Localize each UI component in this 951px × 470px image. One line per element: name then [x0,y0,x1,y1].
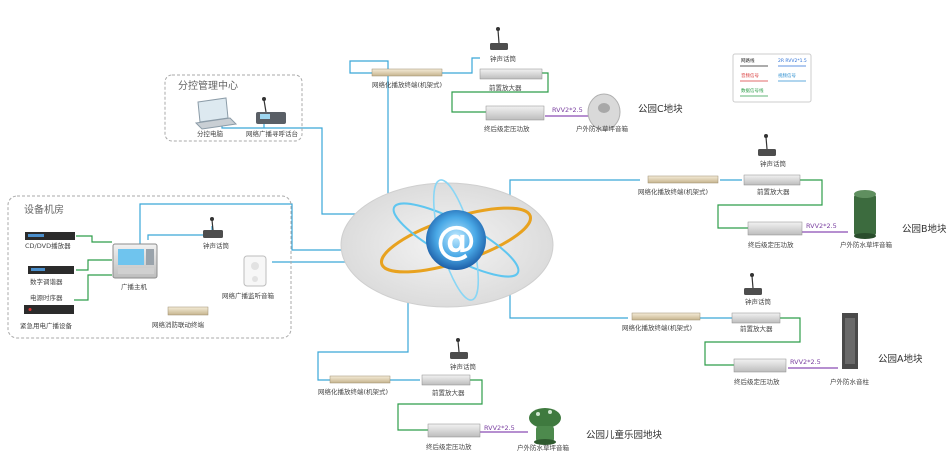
network-cloud: @ [340,179,554,308]
preamp-a-label: 前置放大器 [740,324,773,333]
amp-kids-icon [427,423,481,438]
equipment-room-group: 设备机房 CD/DVD播放器 数字调谐器 电源时序器 紧急用电广播设备 广播主机 [7,195,292,339]
legend-audio-label: 音频信号 [741,72,759,79]
speaker-cables [480,115,848,433]
broadcast-host-label: 广播主机 [121,282,148,291]
terminal-c-label: 网络化播放终端(机架式) [372,80,442,89]
cd-player-icon [25,232,75,240]
speaker-b-label: 户外防水草坪音箱 [840,240,893,249]
mic-b-label: 钟声话筒 [760,159,787,168]
amp-b-label: 终后级定压功放 [748,240,794,249]
preamp-b-icon [743,174,801,186]
speaker-c-label: 户外防水草坪音箱 [576,124,629,133]
power-sequencer-icon [24,305,74,314]
mic-c-label: 钟声话筒 [490,54,517,63]
cable-c-label: RVV2*2.5 [552,106,583,114]
amp-c-icon [485,105,545,121]
preamp-b-label: 前置放大器 [757,187,790,196]
legend-cable-label: 2R RVV2*1.5 [778,58,807,64]
preamp-kids-label: 前置放大器 [432,388,465,397]
terminal-kids-icon [329,375,391,384]
control-pc-label: 分控电脑 [197,129,224,138]
amp-a-label: 终后级定压功放 [734,377,780,386]
mic-kids-icon [450,338,468,359]
terminal-kids-label: 网络化播放终端(机架式) [318,387,388,396]
control-center-group: 分控管理中心 分控电脑 网络广播寻呼话台 [164,74,303,142]
amp-b-icon [747,221,803,236]
lawn-speaker-c-icon [587,93,621,131]
speaker-kids-label: 户外防水草坪音箱 [517,443,570,452]
amp-a-icon [733,358,787,373]
zone-b-label: 公园B地块 [902,223,947,235]
network-lines [139,57,742,381]
at-sign-icon: @ [436,218,476,264]
monitor-speaker-icon [243,255,267,287]
mic-c-icon [490,27,508,50]
broadcast-host-icon [112,243,158,279]
column-speaker-a-icon [842,313,858,369]
area-a: 网络化播放终端(机架式) 钟声话筒 前置放大器 终后级定压功放 RVV2*2.5… [622,273,923,386]
preamp-a-icon [731,312,781,324]
lawn-speaker-b-icon [854,190,876,239]
legend-data-label: 数据信号线 [741,87,764,94]
globe-icon [426,210,486,270]
call-station-icon [256,97,286,124]
mic-a-icon [744,273,762,295]
fire-terminal-icon [167,306,209,316]
area-kids: 网络化播放终端(机架式) 钟声话筒 前置放大器 终后级定压功放 RVV2*2.5… [318,338,663,452]
terminal-b-label: 网络化播放终端(机架式) [638,187,708,196]
mic-kids-label: 钟声话筒 [450,362,477,371]
preamp-c-label: 前置放大器 [489,83,522,92]
zone-kids-label: 公园儿童乐园地块 [586,429,663,441]
legend: 网路线 2R RVV2*1.5 音频信号 视频信号 数据信号线 [732,53,812,103]
equipment-room-title: 设备机房 [24,203,64,216]
amp-kids-label: 终后级定压功放 [426,442,472,451]
area-c: 网络化播放终端(机架式) 钟声话筒 前置放大器 终后级定压功放 RVV2*2.5… [371,27,683,133]
mic-a-label: 钟声话筒 [745,297,772,306]
power-sequencer-label: 电源时序器 [30,293,63,302]
mushroom-speaker-kids-icon [529,408,561,445]
mic-b-icon [758,134,776,156]
terminal-a-label: 网络化播放终端(机架式) [622,323,692,332]
speaker-a-label: 户外防水音柱 [830,377,870,386]
emergency-device-label: 紧急用电广播设备 [20,321,73,330]
legend-network-label: 网路线 [741,57,755,64]
terminal-b-icon [647,175,719,184]
bell-mic-room-label: 钟声话筒 [203,241,230,250]
zone-c-label: 公园C地块 [638,103,683,115]
preamp-kids-icon [421,374,471,386]
cable-b-label: RVV2*2.5 [806,222,837,230]
cable-kids-label: RVV2*2.5 [484,424,515,432]
legend-video-label: 视频信号 [778,72,796,79]
cable-a-label: RVV2*2.5 [790,358,821,366]
terminal-c-icon [371,68,443,77]
area-b: 网络化播放终端(机架式) 钟声话筒 前置放大器 终后级定压功放 RVV2*2.5… [638,134,947,249]
monitor-speaker-label: 网络广播监听音箱 [222,291,275,300]
audio-lines [74,72,823,431]
terminal-a-icon [631,312,701,321]
digital-tuner-icon [28,266,74,274]
laptop-icon [194,97,238,130]
digital-tuner-label: 数字调谐器 [30,277,63,286]
amp-c-label: 终后级定压功放 [484,124,530,133]
cd-player-label: CD/DVD播放器 [25,241,71,250]
control-center-title: 分控管理中心 [178,79,238,92]
call-station-center-label: 网络广播寻呼话台 [246,129,298,138]
zone-a-label: 公园A地块 [878,353,923,365]
bell-microphone-icon [203,217,223,238]
preamp-c-icon [479,68,543,80]
fire-terminal-label: 网络消防联动终端 [152,320,205,329]
